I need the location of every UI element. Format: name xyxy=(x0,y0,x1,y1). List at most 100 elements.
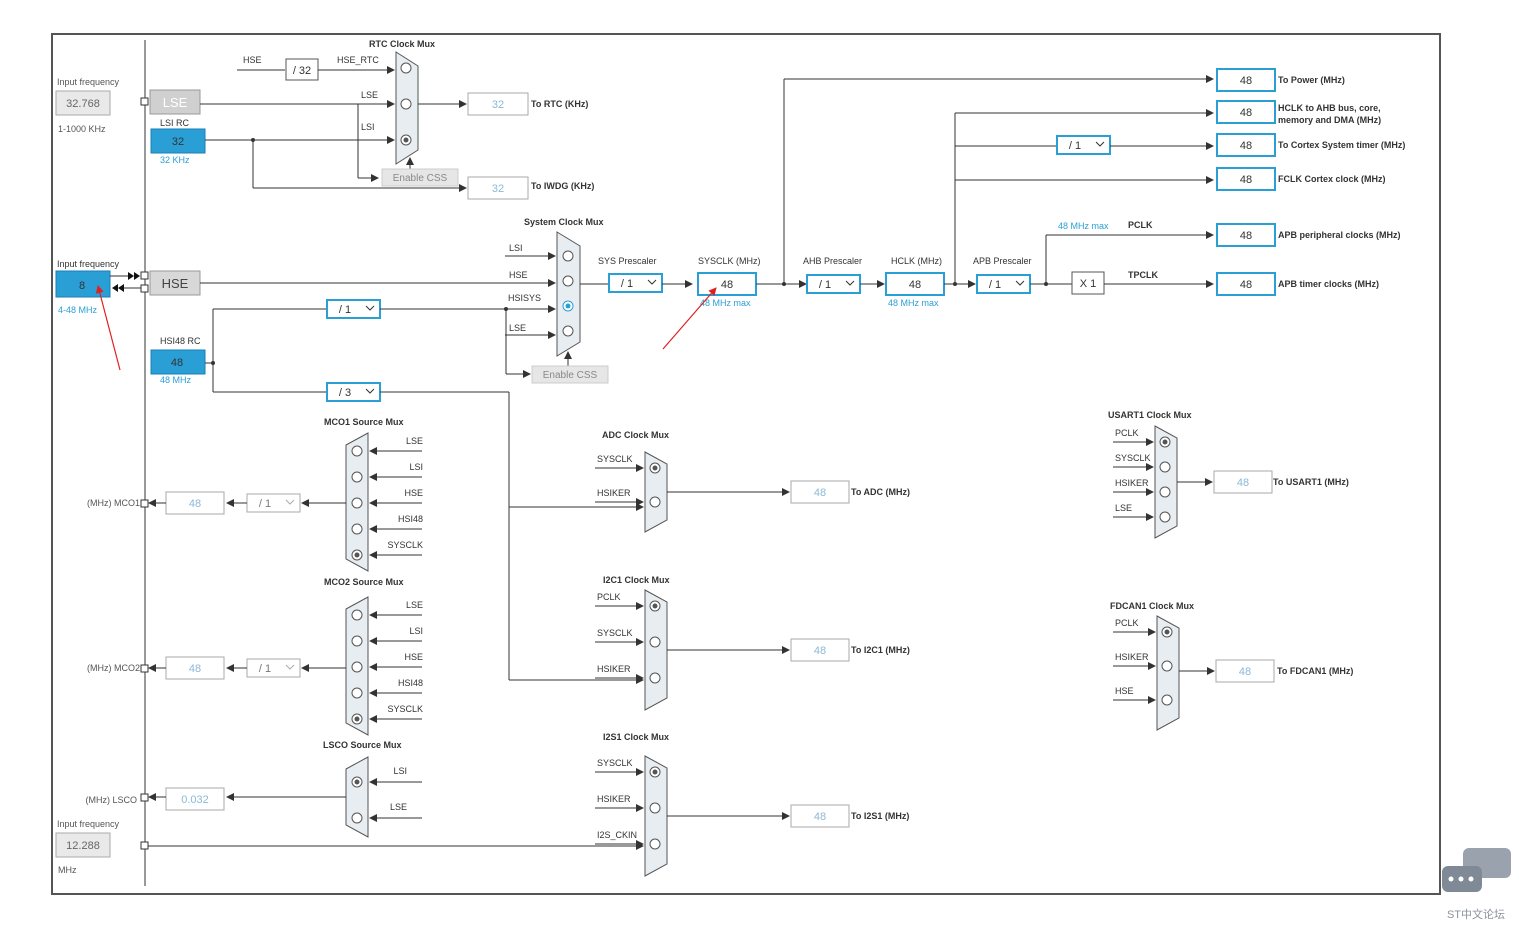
lsco-radio-1[interactable] xyxy=(351,812,363,824)
rtc-radio-lse[interactable] xyxy=(400,98,412,110)
sysmux-hsisys-label: HSISYS xyxy=(508,293,541,303)
i2s1-output-box[interactable] xyxy=(790,804,850,828)
hsisys-divider-value: / 1 xyxy=(339,304,351,316)
i2s1-output-value: 48 xyxy=(814,811,826,823)
rtc-output-label: To RTC (KHz) xyxy=(531,99,588,109)
mco1-radio-2[interactable] xyxy=(351,497,363,509)
usart1-radio-1[interactable] xyxy=(1159,461,1171,473)
fdcan1-radio-1[interactable] xyxy=(1161,660,1173,672)
sysmux-radio-hse[interactable] xyxy=(562,275,574,287)
mco2-radio-3[interactable] xyxy=(351,687,363,699)
iwdg-output-value: 32 xyxy=(492,183,504,195)
mco1-divider-select[interactable] xyxy=(246,493,301,513)
mco2-radio-0[interactable] xyxy=(351,609,363,621)
lsco-output-value: 0.032 xyxy=(181,794,209,806)
mco1-radio-dot xyxy=(354,552,360,558)
sys-prescaler-select[interactable] xyxy=(608,273,663,293)
fdcan1-radio-2[interactable] xyxy=(1161,694,1173,706)
lsco-output-box[interactable] xyxy=(165,787,225,811)
i2c1-output-value: 48 xyxy=(814,645,826,657)
adc-radio-dot xyxy=(652,465,658,471)
diagram-frame xyxy=(51,33,1441,895)
lse-input-frequency[interactable] xyxy=(55,90,111,116)
rtc-radio-hse[interactable] xyxy=(400,62,412,74)
output-box-4[interactable] xyxy=(1216,223,1276,247)
adc-radio-1[interactable] xyxy=(649,496,661,508)
hsi-div3-select[interactable] xyxy=(326,382,381,402)
iwdg-output-label: To IWDG (KHz) xyxy=(531,181,594,191)
hclk-max: 48 MHz max xyxy=(888,298,939,308)
annotation-arrow-sysclk xyxy=(662,287,717,350)
mco1-radio-0[interactable] xyxy=(351,445,363,457)
rtc-output-box[interactable] xyxy=(467,92,529,116)
hsisys-divider-select[interactable] xyxy=(326,299,381,319)
i2s1-radio-2[interactable] xyxy=(649,838,661,850)
i2c1-radio-dot xyxy=(652,603,658,609)
output-box-2[interactable] xyxy=(1216,133,1276,157)
lse-block[interactable] xyxy=(149,89,201,115)
usart1-input-label-1: SYSCLK xyxy=(1115,453,1151,463)
i2c1-mux-title: I2C1 Clock Mux xyxy=(603,575,670,585)
fdcan1-output-box[interactable] xyxy=(1215,659,1275,683)
i2c1-radio-1[interactable] xyxy=(649,636,661,648)
usart1-radio-2[interactable] xyxy=(1159,486,1171,498)
cortex-timer-divider-value: / 1 xyxy=(1069,140,1081,152)
adc-output-box[interactable] xyxy=(790,480,850,504)
mco1-divider-chevron xyxy=(285,499,295,505)
lse-label: LSE xyxy=(163,95,188,110)
mco1-mux-title: MCO1 Source Mux xyxy=(324,417,404,427)
pclk-label: PCLK xyxy=(1128,220,1153,230)
mco2-output-value: 48 xyxy=(189,663,201,675)
lsi-rc-block[interactable] xyxy=(150,128,206,154)
i2c1-input-label-0: PCLK xyxy=(597,592,621,602)
i2s1-output-label: To I2S1 (MHz) xyxy=(851,811,909,821)
i2s1-input-label-0: SYSCLK xyxy=(597,758,633,768)
output-label-5: APB timer clocks (MHz) xyxy=(1278,279,1379,289)
output-label-4: APB peripheral clocks (MHz) xyxy=(1278,230,1401,240)
sysmux-radio-lsi[interactable] xyxy=(562,250,574,262)
output-box-5[interactable] xyxy=(1216,272,1276,296)
cortex-timer-divider-select[interactable] xyxy=(1056,135,1111,155)
mco1-radio-3[interactable] xyxy=(351,523,363,535)
mco2-input-label-0: LSE xyxy=(406,600,423,610)
hsi-div3-value: / 3 xyxy=(339,387,351,399)
mco2-radio-1[interactable] xyxy=(351,635,363,647)
hclk-label: HCLK (MHz) xyxy=(891,256,942,266)
mco2-divider-select[interactable] xyxy=(246,658,301,678)
ahb-prescaler-select[interactable] xyxy=(806,274,861,294)
output-box-1[interactable] xyxy=(1216,100,1276,124)
apb-prescaler-select[interactable] xyxy=(976,274,1031,294)
sysmux-lse-label: LSE xyxy=(509,323,526,333)
sys-prescaler-value: / 1 xyxy=(621,278,633,290)
output-value-1: 48 xyxy=(1240,107,1252,119)
iwdg-output-box[interactable] xyxy=(467,176,529,200)
lse-input-caption: Input frequency xyxy=(57,77,120,87)
hsi48-rc-sub: 48 MHz xyxy=(160,375,192,385)
adc-mux-title: ADC Clock Mux xyxy=(602,430,669,440)
usart1-radio-3[interactable] xyxy=(1159,511,1171,523)
rtc-enable-css-button[interactable] xyxy=(381,168,459,187)
i2s1-radio-1[interactable] xyxy=(649,802,661,814)
usart1-output-box[interactable] xyxy=(1213,470,1273,494)
output-box-3[interactable] xyxy=(1216,167,1276,191)
sysmux-radio-lse[interactable] xyxy=(562,325,574,337)
i2s-input-frequency[interactable] xyxy=(55,832,111,858)
lsco-mux xyxy=(345,756,369,838)
output-box-0[interactable] xyxy=(1216,68,1276,92)
mco1-radio-1[interactable] xyxy=(351,471,363,483)
hsi48-rc-block[interactable] xyxy=(150,349,206,375)
rtc-enable-css-label: Enable CSS xyxy=(393,173,448,184)
sysmux-lsi-label: LSI xyxy=(509,243,523,253)
lsco-label: (MHz) LSCO xyxy=(86,795,138,805)
mco2-radio-2[interactable] xyxy=(351,661,363,673)
sys-enable-css-button[interactable] xyxy=(531,365,609,384)
usart1-input-label-0: PCLK xyxy=(1115,428,1139,438)
hse-block[interactable] xyxy=(149,270,201,296)
i2c1-radio-2[interactable] xyxy=(649,672,661,684)
fdcan1-input-label-0: PCLK xyxy=(1115,618,1139,628)
apb-prescaler-value: / 1 xyxy=(989,279,1001,291)
i2c1-output-box[interactable] xyxy=(790,638,850,662)
mco2-divider-chevron xyxy=(285,664,295,670)
sysclk-max: 48 MHz max xyxy=(700,298,751,308)
